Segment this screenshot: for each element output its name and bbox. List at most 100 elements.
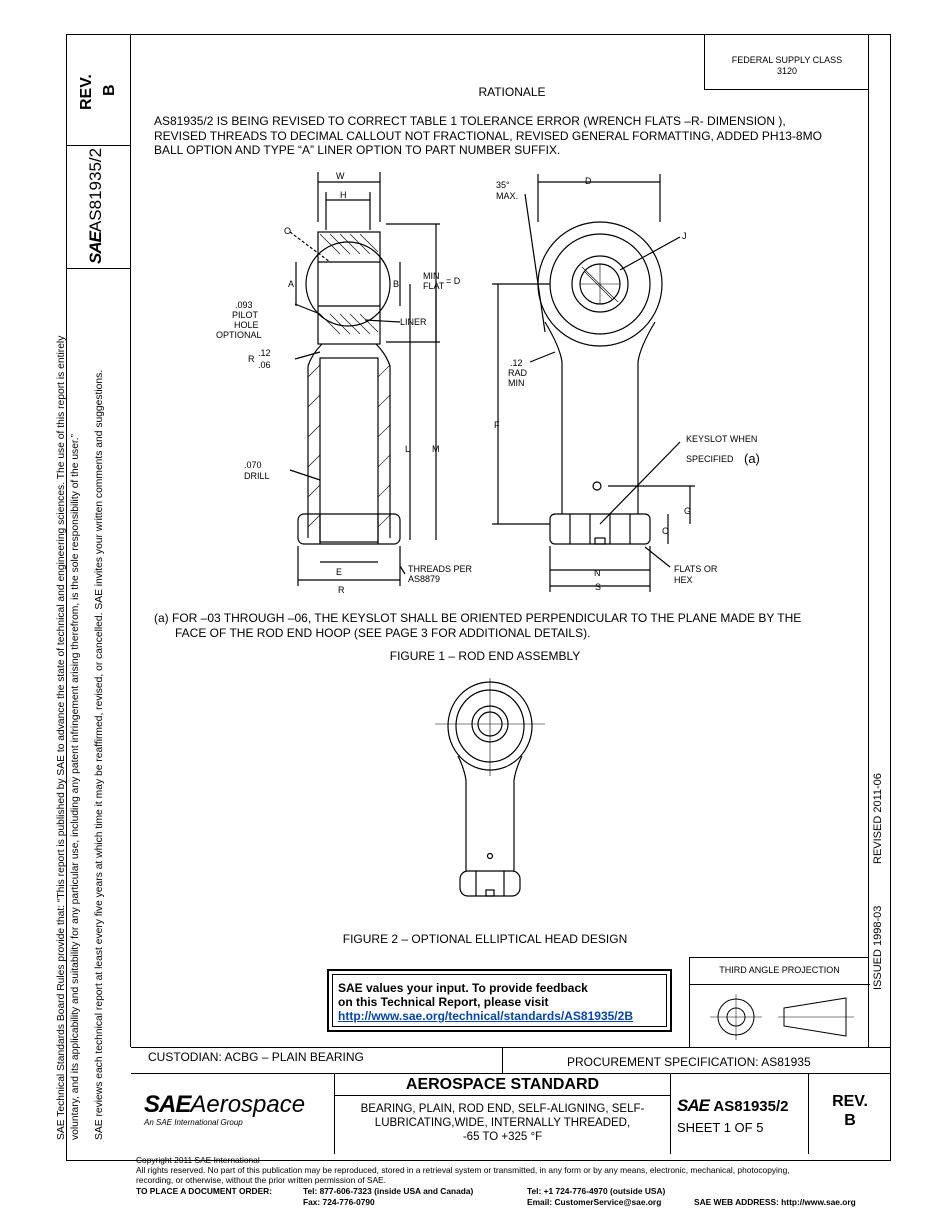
footer: Copyright 2011 SAE International All rig… — [136, 1155, 896, 1185]
sae-logo-small: SAE — [86, 232, 105, 264]
custodian: CUSTODIAN: ACBG – PLAIN BEARING — [148, 1050, 364, 1064]
rev-value: B — [844, 1112, 856, 1129]
title-block: CUSTODIAN: ACBG – PLAIN BEARING PROCUREM… — [131, 1047, 891, 1160]
keyslot-2: SPECIFIED — [686, 454, 734, 464]
dim-j: J — [682, 231, 687, 241]
figure1-caption: FIGURE 1 – ROD END ASSEMBLY — [389, 649, 581, 663]
left-column-divider — [130, 34, 132, 1047]
tel-outside: Tel: +1 724-776-4970 (outside USA) — [527, 1186, 666, 1196]
dim-f: F — [494, 420, 500, 430]
keyslot-1: KEYSLOT WHEN — [686, 434, 757, 444]
figure2-caption: FIGURE 2 – OPTIONAL ELLIPTICAL HEAD DESI… — [342, 932, 628, 946]
logo-sae: SAE — [144, 1091, 191, 1118]
rights-line2: recording, or otherwise, without the pri… — [136, 1175, 386, 1185]
feedback-line1: SAE values your input. To provide feedba… — [338, 981, 588, 995]
dim-d: D — [585, 176, 592, 186]
issued-date: ISSUED 1998-03 — [872, 905, 884, 990]
copyright: Copyright 2011 SAE International — [136, 1155, 260, 1165]
logo-word: Aerospace — [190, 1091, 306, 1118]
doc-logo: SAE — [677, 1096, 710, 1115]
feedback-link[interactable]: http://www.sae.org/technical/standards/A… — [338, 1009, 633, 1023]
min-flat-eq: = D — [446, 276, 461, 286]
left-column-separator — [66, 268, 131, 270]
web-address[interactable]: SAE WEB ADDRESS: http://www.sae.org — [694, 1197, 856, 1207]
supply-class-box — [704, 34, 869, 90]
r-top: .12 — [258, 348, 271, 358]
drill-1: .070 — [244, 460, 262, 470]
rev-label-vertical: REV. — [78, 74, 95, 110]
rights-line1: All rights reserved. No part of this pub… — [136, 1165, 790, 1175]
dim-o: O — [284, 226, 291, 236]
fax: Fax: 724-776-0790 — [303, 1197, 375, 1207]
dim-w: W — [336, 171, 345, 181]
figure1-rod-end-drawing: W H O A B MIN FLAT = D .093 PILOT HOLE O… — [216, 171, 760, 595]
rad-2: RAD — [508, 368, 528, 378]
dim-r: R — [338, 585, 345, 595]
rationale-title: RATIONALE — [478, 85, 546, 99]
figure1-note: (a) FOR –03 THROUGH –06, THE KEYSLOT SHA… — [154, 611, 802, 625]
dim-s: S — [595, 582, 601, 592]
flats-1: FLATS OR — [674, 564, 718, 574]
dim-b: B — [393, 279, 399, 289]
threads-1: THREADS PER — [408, 564, 473, 574]
email[interactable]: Email: CustomerService@sae.org — [527, 1197, 662, 1207]
title-line1: BEARING, PLAIN, ROD END, SELF-ALIGNING, … — [360, 1103, 645, 1115]
projection-symbol — [710, 994, 854, 1040]
pilot-4: OPTIONAL — [216, 330, 262, 340]
rad-1: .12 — [510, 358, 523, 368]
doc-number-vertical: SAEAS81935/2 — [86, 148, 106, 264]
rev-label: REV. — [832, 1093, 868, 1110]
page-frame — [66, 34, 891, 1161]
pilot-1: .093 — [235, 300, 253, 310]
side-note-2: voluntary, and its applicability and sui… — [70, 433, 81, 1140]
dim-a: A — [288, 279, 294, 289]
keyslot-a: (a) — [744, 451, 760, 466]
tel-usa: Tel: 877-606-7323 (inside USA and Canada… — [303, 1186, 474, 1196]
feedback-box: SAE values your input. To provide feedba… — [327, 969, 672, 1032]
pilot-2: PILOT — [232, 310, 259, 320]
dim-h: H — [340, 190, 347, 200]
rad-3: MIN — [508, 378, 525, 388]
standard-type: AEROSPACE STANDARD — [405, 1076, 600, 1093]
liner-label: LINER — [400, 317, 427, 327]
angle-2: MAX. — [496, 191, 518, 201]
left-column-separator — [66, 145, 131, 147]
rev-value-vertical: B — [101, 84, 118, 96]
supply-class-value: 3120 — [776, 66, 798, 76]
rationale-text: AS81935/2 IS BEING REVISED TO CORRECT TA… — [154, 114, 822, 158]
min-flat-1: MIN — [423, 271, 440, 281]
procurement-spec: PROCUREMENT SPECIFICATION: AS81935 — [567, 1055, 811, 1069]
feedback-line2: on this Technical Report, please visit — [338, 995, 549, 1009]
revised-date: REVISED 2011-06 — [872, 773, 884, 864]
angle-1: 35° — [496, 180, 510, 190]
dim-c: C — [662, 526, 669, 536]
pilot-3: HOLE — [234, 320, 259, 330]
drill-2: DRILL — [244, 471, 270, 481]
sae-aerospace-logo: SAEAerospace An SAE International Group — [131, 1074, 335, 1154]
dim-m: M — [432, 444, 440, 454]
threads-2: AS8879 — [408, 574, 440, 584]
doc-number: AS81935/2 — [713, 1098, 789, 1115]
r-bot: .06 — [258, 360, 271, 370]
figure1-note-cont: FACE OF THE ROD END HOOP (SEE PAGE 3 FOR… — [175, 626, 591, 640]
r-label: R — [248, 354, 255, 364]
right-column-divider — [868, 34, 870, 1047]
dim-g: G — [684, 506, 691, 516]
side-note-1: SAE Technical Standards Board Rules prov… — [56, 335, 67, 1140]
title-line2: LUBRICATING,WIDE, INTERNALLY THREADED, — [374, 1117, 631, 1129]
doc-number-text: AS81935/2 — [86, 147, 105, 233]
logo-sub: An SAE International Group — [144, 1118, 243, 1127]
sheet-number: SHEET 1 OF 5 — [677, 1120, 764, 1135]
dim-l: L — [405, 444, 410, 454]
dim-n: N — [594, 568, 601, 578]
min-flat-2: FLAT — [423, 281, 445, 291]
figure2-elliptical-head-drawing — [435, 678, 545, 897]
side-note-3: SAE reviews each technical report at lea… — [94, 369, 105, 1140]
projection-title: THIRD ANGLE PROJECTION — [719, 965, 840, 975]
title-line3: -65 TO +325 °F — [462, 1131, 543, 1143]
flats-2: HEX — [674, 575, 693, 585]
dim-e: E — [336, 567, 342, 577]
projection-box: THIRD ANGLE PROJECTION — [689, 957, 870, 1047]
supply-class-label: FEDERAL SUPPLY CLASS — [731, 55, 843, 65]
order-label: TO PLACE A DOCUMENT ORDER: — [136, 1186, 273, 1196]
